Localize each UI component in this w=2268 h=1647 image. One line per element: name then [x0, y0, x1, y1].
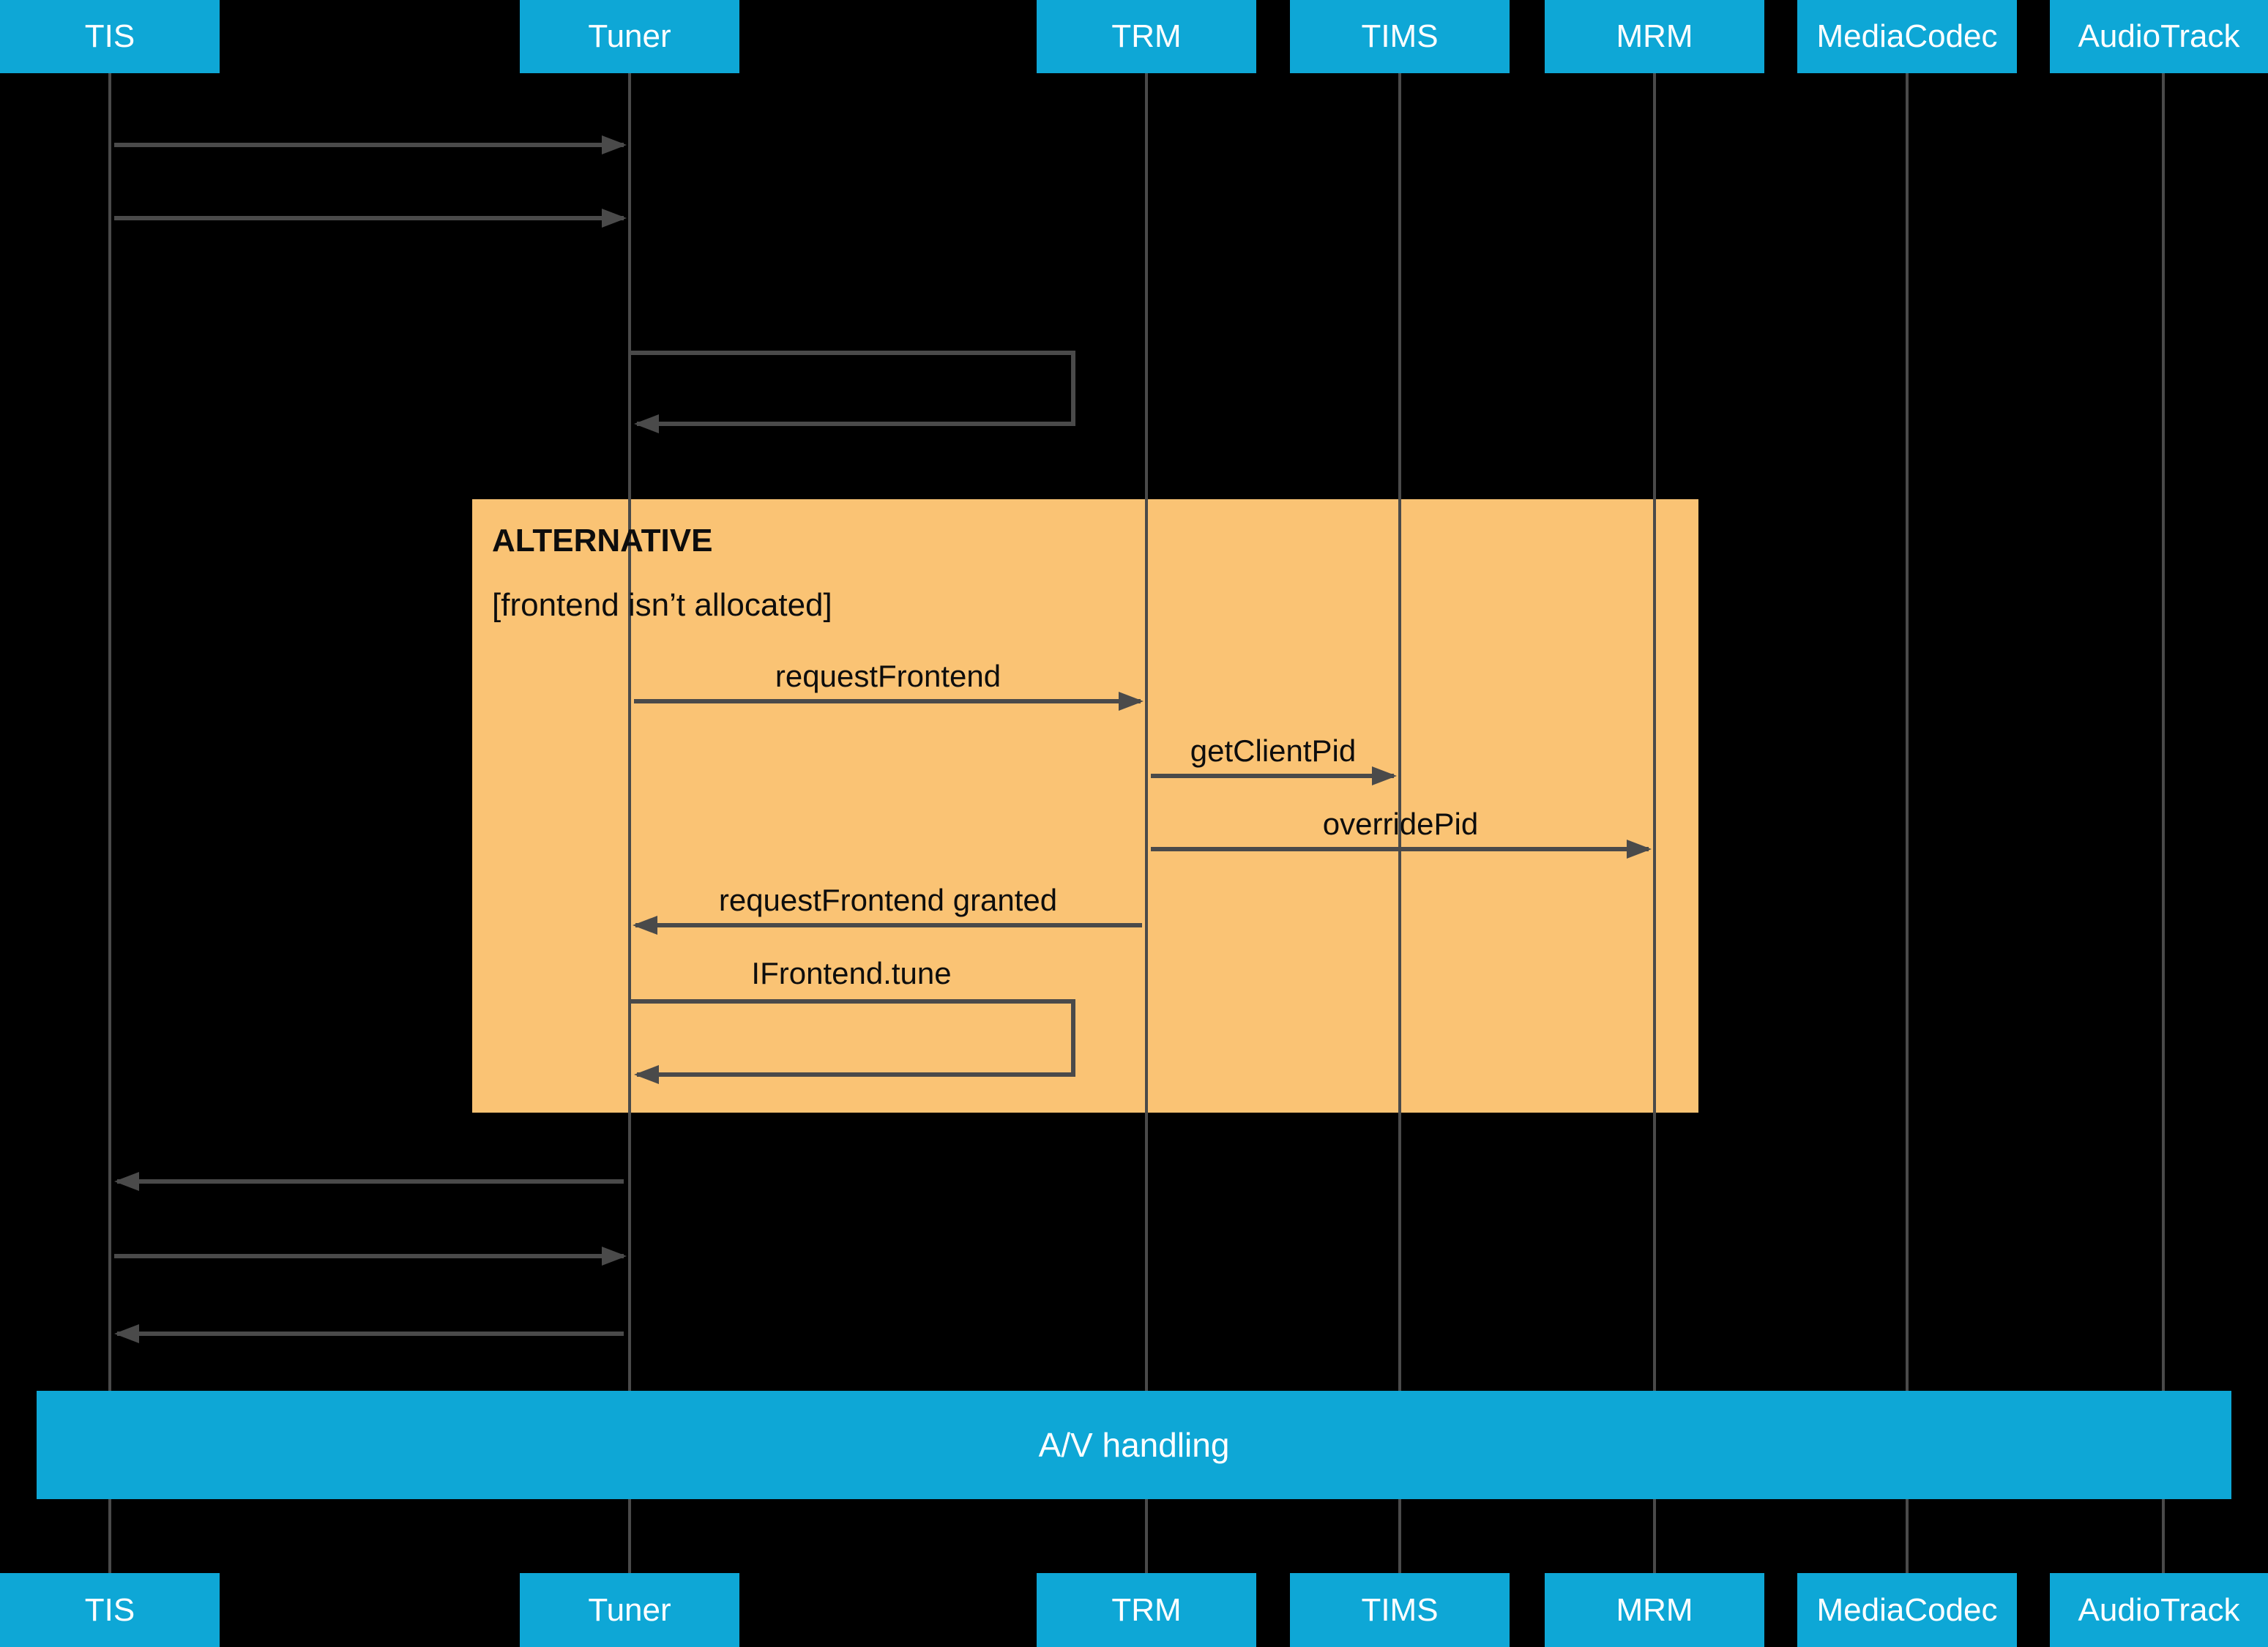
alt-fragment-box: [472, 499, 1698, 1113]
participant-top-tims: TIMS: [1290, 0, 1510, 73]
participant-bottom-tuner: Tuner: [520, 1573, 739, 1647]
alt-fragment-condition: [frontend isn’t allocated]: [492, 587, 832, 623]
participant-bottom-tis: TIS: [0, 1573, 220, 1647]
participant-top-trm: TRM: [1037, 0, 1256, 73]
message-label-getclientpid: getClientPid: [1190, 733, 1357, 768]
participant-bottom-mrm: MRM: [1545, 1573, 1764, 1647]
message-label-requestfrontend-granted: requestFrontend granted: [718, 883, 1058, 917]
alt-fragment-title: ALTERNATIVE: [492, 523, 713, 559]
participant-bottom-trm: TRM: [1037, 1573, 1256, 1647]
participant-bottom-audiotrack: AudioTrack: [2050, 1573, 2268, 1647]
message-arrow-7-ifrontend-tune-self-call: [631, 999, 1075, 1084]
message-label-ifrontend-tune: IFrontend.tune: [751, 956, 952, 990]
av-handling-bar: A/V handling: [37, 1391, 2231, 1499]
participant-bottom-tims: TIMS: [1290, 1573, 1510, 1647]
message-label-requestfrontend: requestFrontend: [775, 659, 1001, 693]
participant-top-audiotrack: AudioTrack: [2050, 0, 2268, 73]
participant-top-mediacodec: MediaCodec: [1797, 0, 2017, 73]
message-label-overridepid: overridePid: [1322, 807, 1479, 841]
participant-top-tuner: Tuner: [520, 0, 739, 73]
participant-top-mrm: MRM: [1545, 0, 1764, 73]
participant-top-tis: TIS: [0, 0, 220, 73]
participant-bottom-mediacodec: MediaCodec: [1797, 1573, 2017, 1647]
message-arrow-2-tuner-self-call: [631, 351, 1075, 433]
